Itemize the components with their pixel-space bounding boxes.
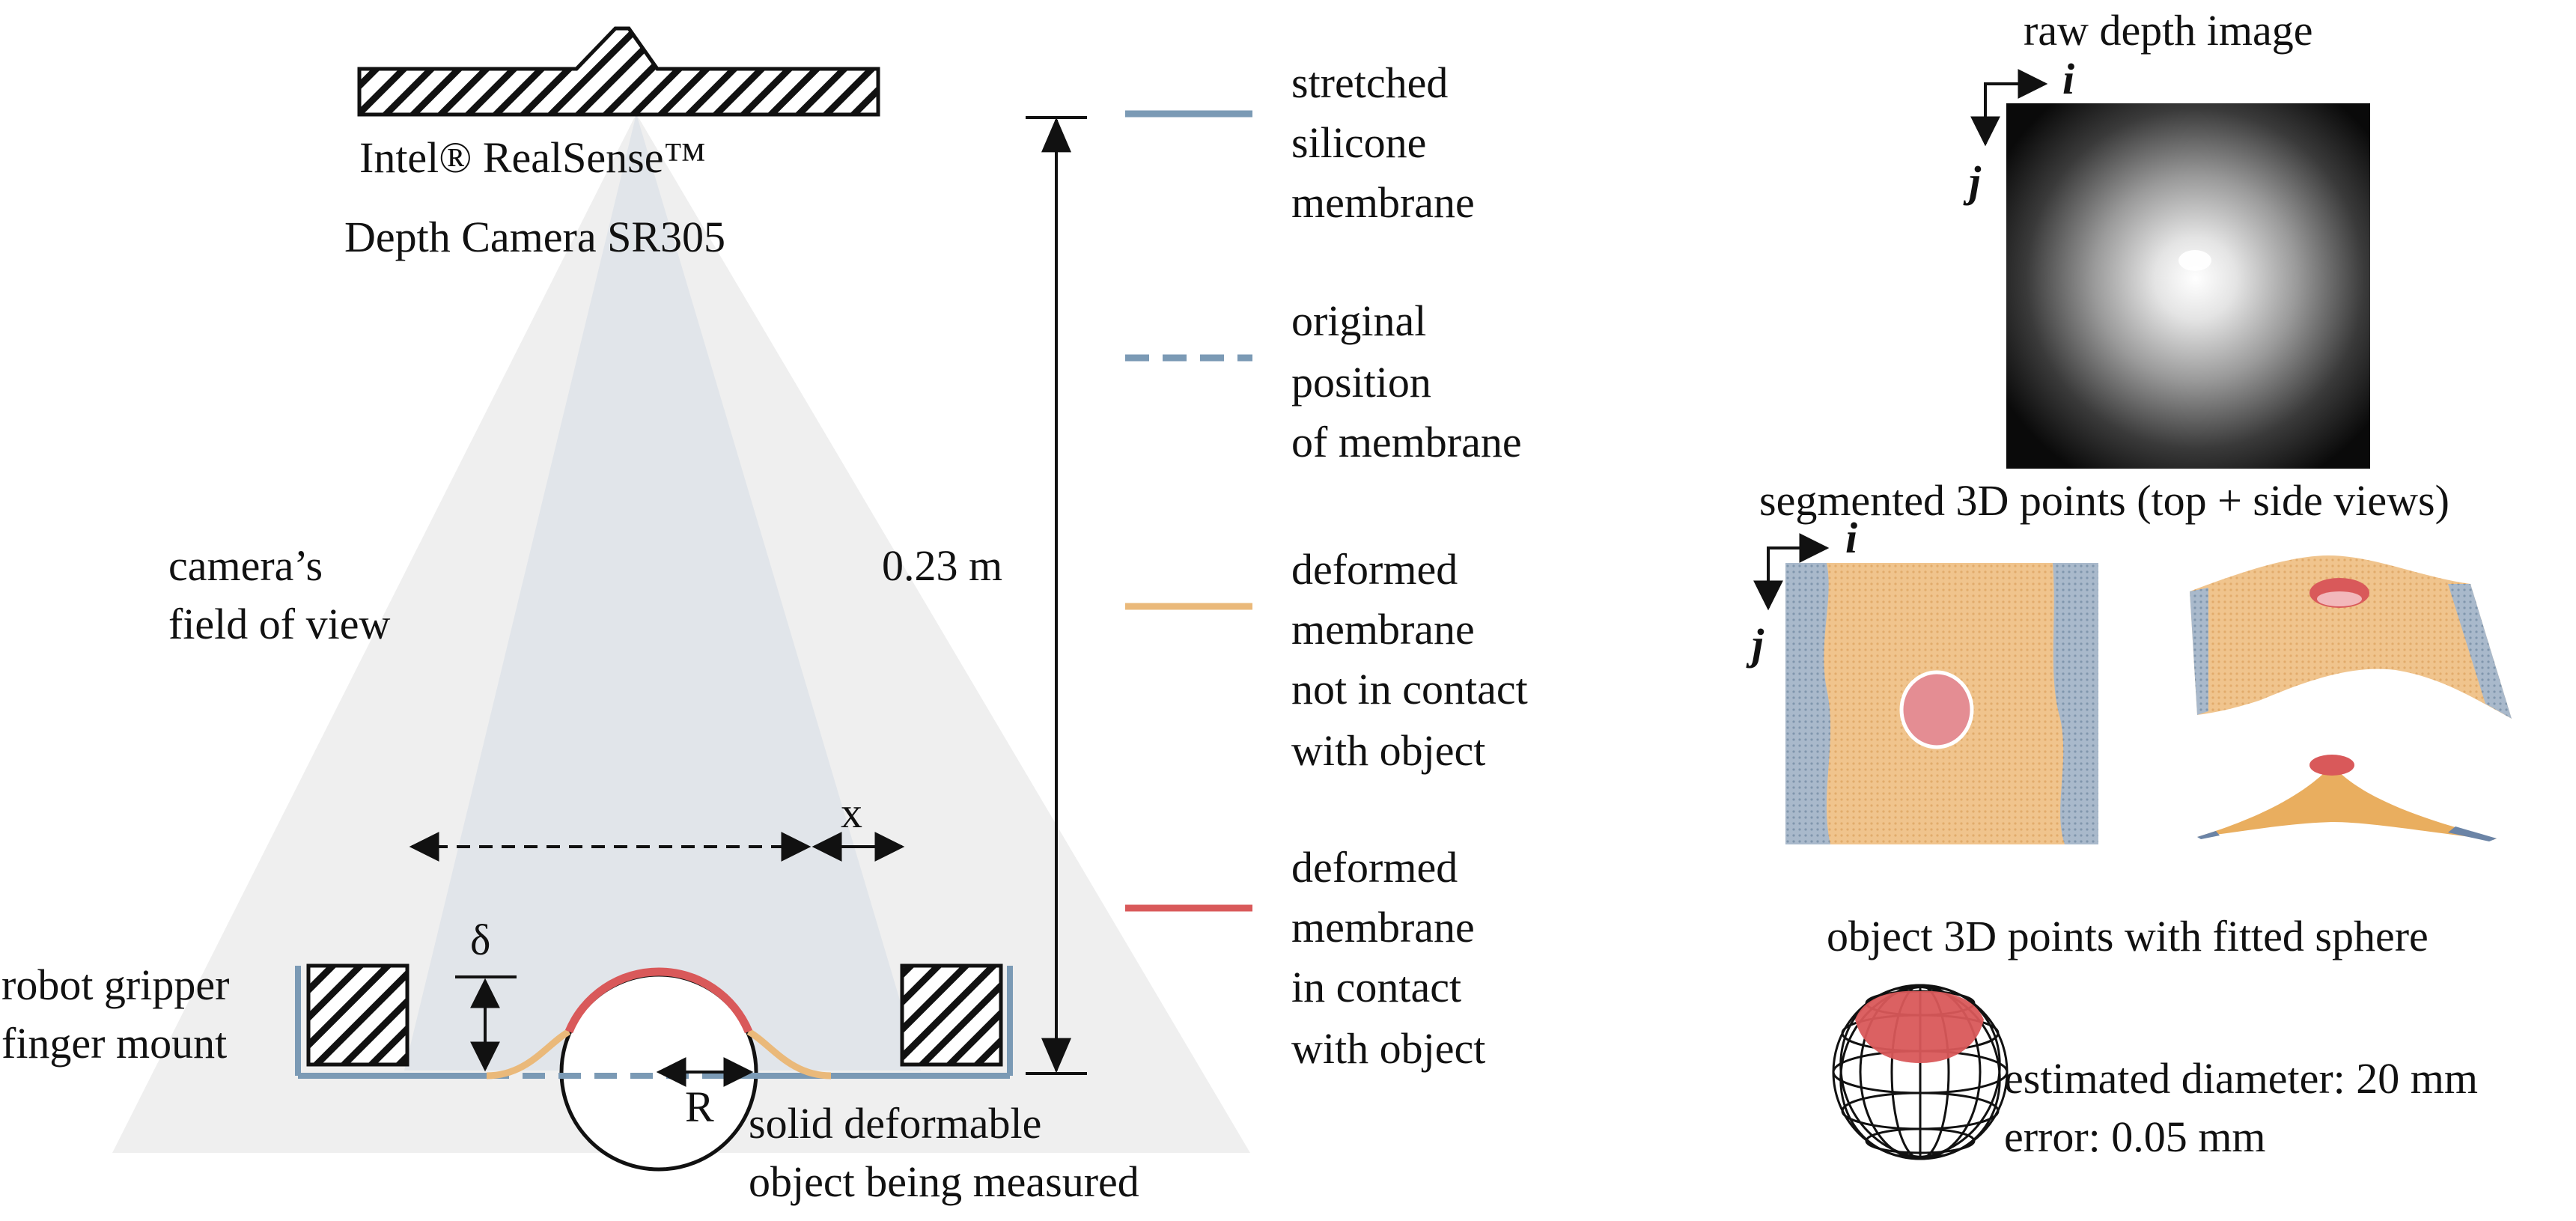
gripper-label-line1: robot gripper: [1, 960, 229, 1009]
legend-original-line1: original: [1291, 296, 1426, 345]
field-of-view: [112, 114, 1250, 1153]
legend-original-line2: position: [1291, 358, 1431, 407]
radius-label: R: [685, 1083, 714, 1131]
right-finger-mount: [900, 963, 1003, 1067]
legend-stretched-line1: stretched: [1291, 58, 1448, 107]
object-label-line2: object being measured: [749, 1157, 1139, 1206]
legend-notcontact-line3: not in contact: [1291, 665, 1528, 713]
depth-camera: [357, 26, 880, 117]
fov-label-line2: field of view: [168, 600, 390, 648]
raw-depth-title: raw depth image: [2024, 6, 2313, 55]
gripper-label-line2: finger mount: [1, 1019, 227, 1068]
raw-depth-axis-i: i: [2062, 55, 2074, 103]
segmented-side-view-upper: [2190, 555, 2512, 719]
camera-name-line2: Depth Camera SR305: [344, 213, 725, 261]
legend-stretched-line2: silicone: [1291, 118, 1426, 167]
segmented-contact-region: [1899, 670, 1974, 749]
segmented-axis-i: i: [1845, 514, 1857, 562]
legend-stretched-line3: membrane: [1291, 178, 1475, 227]
legend-original-line3: of membrane: [1291, 418, 1522, 466]
left-finger-mount: [306, 963, 409, 1067]
legend-contact-line4: with object: [1291, 1024, 1485, 1073]
segmented-axis-j: j: [1746, 620, 1764, 669]
legend-notcontact-line2: membrane: [1291, 605, 1475, 654]
camera-body: [357, 26, 880, 117]
membrane-deformed-left: [486, 1029, 571, 1080]
fov-inner-cone: [404, 114, 921, 1071]
segmented-side-view-lower: [2197, 755, 2497, 841]
estimation-error: error: 0.05 mm: [2004, 1112, 2266, 1161]
estimated-diameter: estimated diameter: 20 mm: [2004, 1054, 2478, 1103]
segmented-top-view: [1785, 563, 2098, 844]
legend-contact-line2: membrane: [1291, 903, 1475, 951]
raw-depth-axis-j: j: [1963, 157, 1982, 206]
sphere-contact-points: [1855, 990, 1984, 1063]
legend-contact-line1: deformed: [1291, 843, 1458, 892]
legend: stretched silicone membrane original pos…: [1125, 58, 1528, 1073]
camera-name-line1: Intel® RealSense™: [359, 133, 706, 182]
sphere-fit-title: object 3D points with fitted sphere: [1827, 912, 2429, 960]
segmented-title: segmented 3D points (top + side views): [1759, 476, 2449, 525]
object-label-line1: solid deformable: [749, 1099, 1041, 1148]
raw-depth-hotspot: [2178, 250, 2211, 271]
raw-depth-image: [2006, 103, 2370, 469]
distance-label: 0.23 m: [882, 541, 1002, 590]
x-label: x: [841, 788, 862, 837]
fov-label-line1: camera’s: [168, 541, 323, 590]
membrane-contact-arc: [564, 967, 753, 1034]
membrane-deformed-right-curve: [746, 1029, 832, 1080]
legend-notcontact-line1: deformed: [1291, 545, 1458, 594]
delta-label: δ: [470, 916, 490, 964]
legend-notcontact-line4: with object: [1291, 726, 1485, 775]
legend-contact-line3: in contact: [1291, 963, 1461, 1011]
